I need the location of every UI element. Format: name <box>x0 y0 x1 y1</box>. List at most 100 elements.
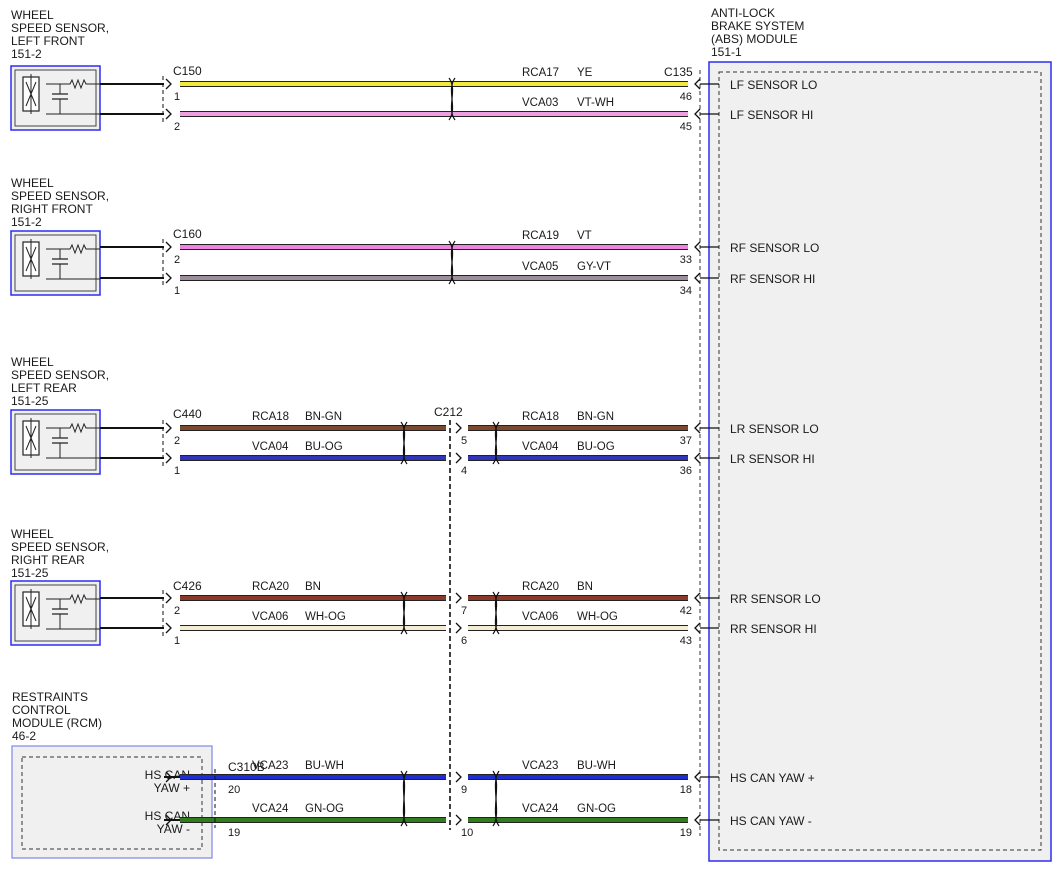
wire-color-label: BU-WH <box>577 760 616 772</box>
sensor-inner-box <box>14 69 97 127</box>
connector-label: C440 <box>173 407 202 421</box>
connector-chevron <box>165 622 172 634</box>
sensor-pin-number: 2 <box>174 605 180 617</box>
wire-rca20 <box>180 596 446 600</box>
sensor-title: RIGHT FRONT <box>11 202 93 216</box>
abs-title-line-1: ANTI-LOCK <box>711 6 775 20</box>
connector-chevron <box>165 241 172 253</box>
wire-color-label: BN <box>305 581 321 593</box>
abs-title-line-3: (ABS) MODULE <box>711 32 798 46</box>
rcm-module-inner-dash <box>21 756 203 850</box>
circuit-label: RCA20 <box>252 581 289 593</box>
twisted-pair-icon <box>448 77 456 121</box>
sensor-right-rear: WHEEL SPEED SENSOR, RIGHT REAR 151-25 C4… <box>11 527 202 593</box>
wire-vca23 <box>468 775 688 779</box>
abs-module-inner-dash <box>718 71 1042 851</box>
circuit-label: VCA06 <box>252 611 288 623</box>
wire-color-label: BU-WH <box>305 760 344 772</box>
rcm-title-line-3: MODULE (RCM) <box>12 716 102 730</box>
wire-color-label: WH-OG <box>305 611 346 623</box>
connector-chevron <box>165 78 172 90</box>
sensor-title: WHEEL <box>11 8 54 22</box>
circuit-label: VCA04 <box>252 441 289 453</box>
wire-color-label: VT <box>577 230 592 242</box>
abs-chevron <box>694 108 701 120</box>
wire-color-label: BU-OG <box>577 441 615 453</box>
resistor-icon <box>46 78 100 90</box>
connector-chevron <box>165 592 172 604</box>
wire-color-label: BN-GN <box>305 411 342 423</box>
circuit-label: RCA19 <box>522 230 559 242</box>
wire-color-label: BN-GN <box>577 411 614 423</box>
wire-vca06 <box>468 626 688 630</box>
sensor-pin-number: 1 <box>174 285 180 297</box>
abs-pin-number: 43 <box>680 635 692 647</box>
wire-rca19 <box>180 245 688 249</box>
rcm-connector-label: C310B <box>228 760 265 774</box>
rcm-module-box <box>11 745 213 859</box>
circuit-label: RCA18 <box>522 411 559 423</box>
wire-color-label: BN <box>577 581 593 593</box>
connector-label: C150 <box>173 64 202 78</box>
abs-module-box <box>708 61 1052 862</box>
sensor-pin-number: 2 <box>174 254 180 266</box>
wire-color-label: GN-OG <box>577 803 616 815</box>
inline-connector-label: C212 <box>434 405 463 419</box>
circuit-label: RCA17 <box>522 67 559 79</box>
rcm-pin-label-1a: HS CAN <box>145 768 190 782</box>
rcm-title-line-1: RESTRAINTS <box>12 690 88 704</box>
sensor-pin-number: 1 <box>174 91 180 103</box>
abs-pin-label: RF SENSOR HI <box>730 272 815 286</box>
wire-color-label: WH-OG <box>577 611 618 623</box>
circuit-label: RCA18 <box>252 411 289 423</box>
sensor-title: LEFT REAR <box>11 381 77 395</box>
circuit-label: VCA03 <box>522 97 558 109</box>
inline-pin-number: 6 <box>461 635 467 647</box>
inline-pin-number: 10 <box>461 827 473 839</box>
connector-chevron <box>165 814 172 826</box>
sensor-title: WHEEL <box>11 176 54 190</box>
sensor-title: SPEED SENSOR, <box>11 368 109 382</box>
abs-pin-label: RF SENSOR LO <box>730 241 819 255</box>
abs-title-line-4: 151-1 <box>711 45 742 59</box>
twisted-pair-icon <box>400 591 408 635</box>
connector-label: C160 <box>173 227 202 241</box>
wire-vca05 <box>180 276 688 280</box>
rcm-pin-label-2b: YAW - <box>157 822 190 836</box>
wire-vca04 <box>180 456 446 460</box>
abs-pin-label: LF SENSOR HI <box>730 108 813 122</box>
connector-chevron <box>165 108 172 120</box>
twisted-pair-icon <box>492 591 500 635</box>
inline-chevron <box>455 771 462 783</box>
wire-color-label: BU-OG <box>305 441 343 453</box>
circuit-label: VCA04 <box>522 441 559 453</box>
abs-pin-number: 33 <box>680 254 692 266</box>
sensor-title: WHEEL <box>11 527 54 541</box>
sensor-title: 151-25 <box>11 394 49 408</box>
abs-chevron <box>694 78 701 90</box>
wire-vca03 <box>180 112 688 116</box>
sensor-title: 151-25 <box>11 566 49 580</box>
abs-chevron <box>694 272 701 284</box>
abs-pin-label: RR SENSOR LO <box>730 592 821 606</box>
abs-pin-number: 45 <box>680 121 692 133</box>
sensor-left-front: WHEEL SPEED SENSOR, LEFT FRONT 151-2 C15… <box>11 8 202 78</box>
sensor-pin-number: 2 <box>174 435 180 447</box>
abs-pin-number: 42 <box>680 605 692 617</box>
inline-chevron <box>455 622 462 634</box>
inline-chevron <box>455 592 462 604</box>
abs-pin-label: HS CAN YAW + <box>730 771 815 785</box>
twisted-pair-icon <box>400 770 408 827</box>
rcm-pin-number: 20 <box>228 784 240 796</box>
wire-rca18 <box>180 426 446 430</box>
abs-pin-label: LR SENSOR HI <box>730 452 815 466</box>
wire-rca20 <box>468 596 688 600</box>
abs-pin-number: 18 <box>680 784 692 796</box>
circuit-label: VCA06 <box>522 611 558 623</box>
abs-pin-label: LF SENSOR LO <box>730 78 817 92</box>
twisted-pair-icon <box>448 240 456 285</box>
sensor-pin-number: 1 <box>174 635 180 647</box>
circuit-label: VCA24 <box>252 803 289 815</box>
abs-pin-number: 37 <box>680 435 692 447</box>
